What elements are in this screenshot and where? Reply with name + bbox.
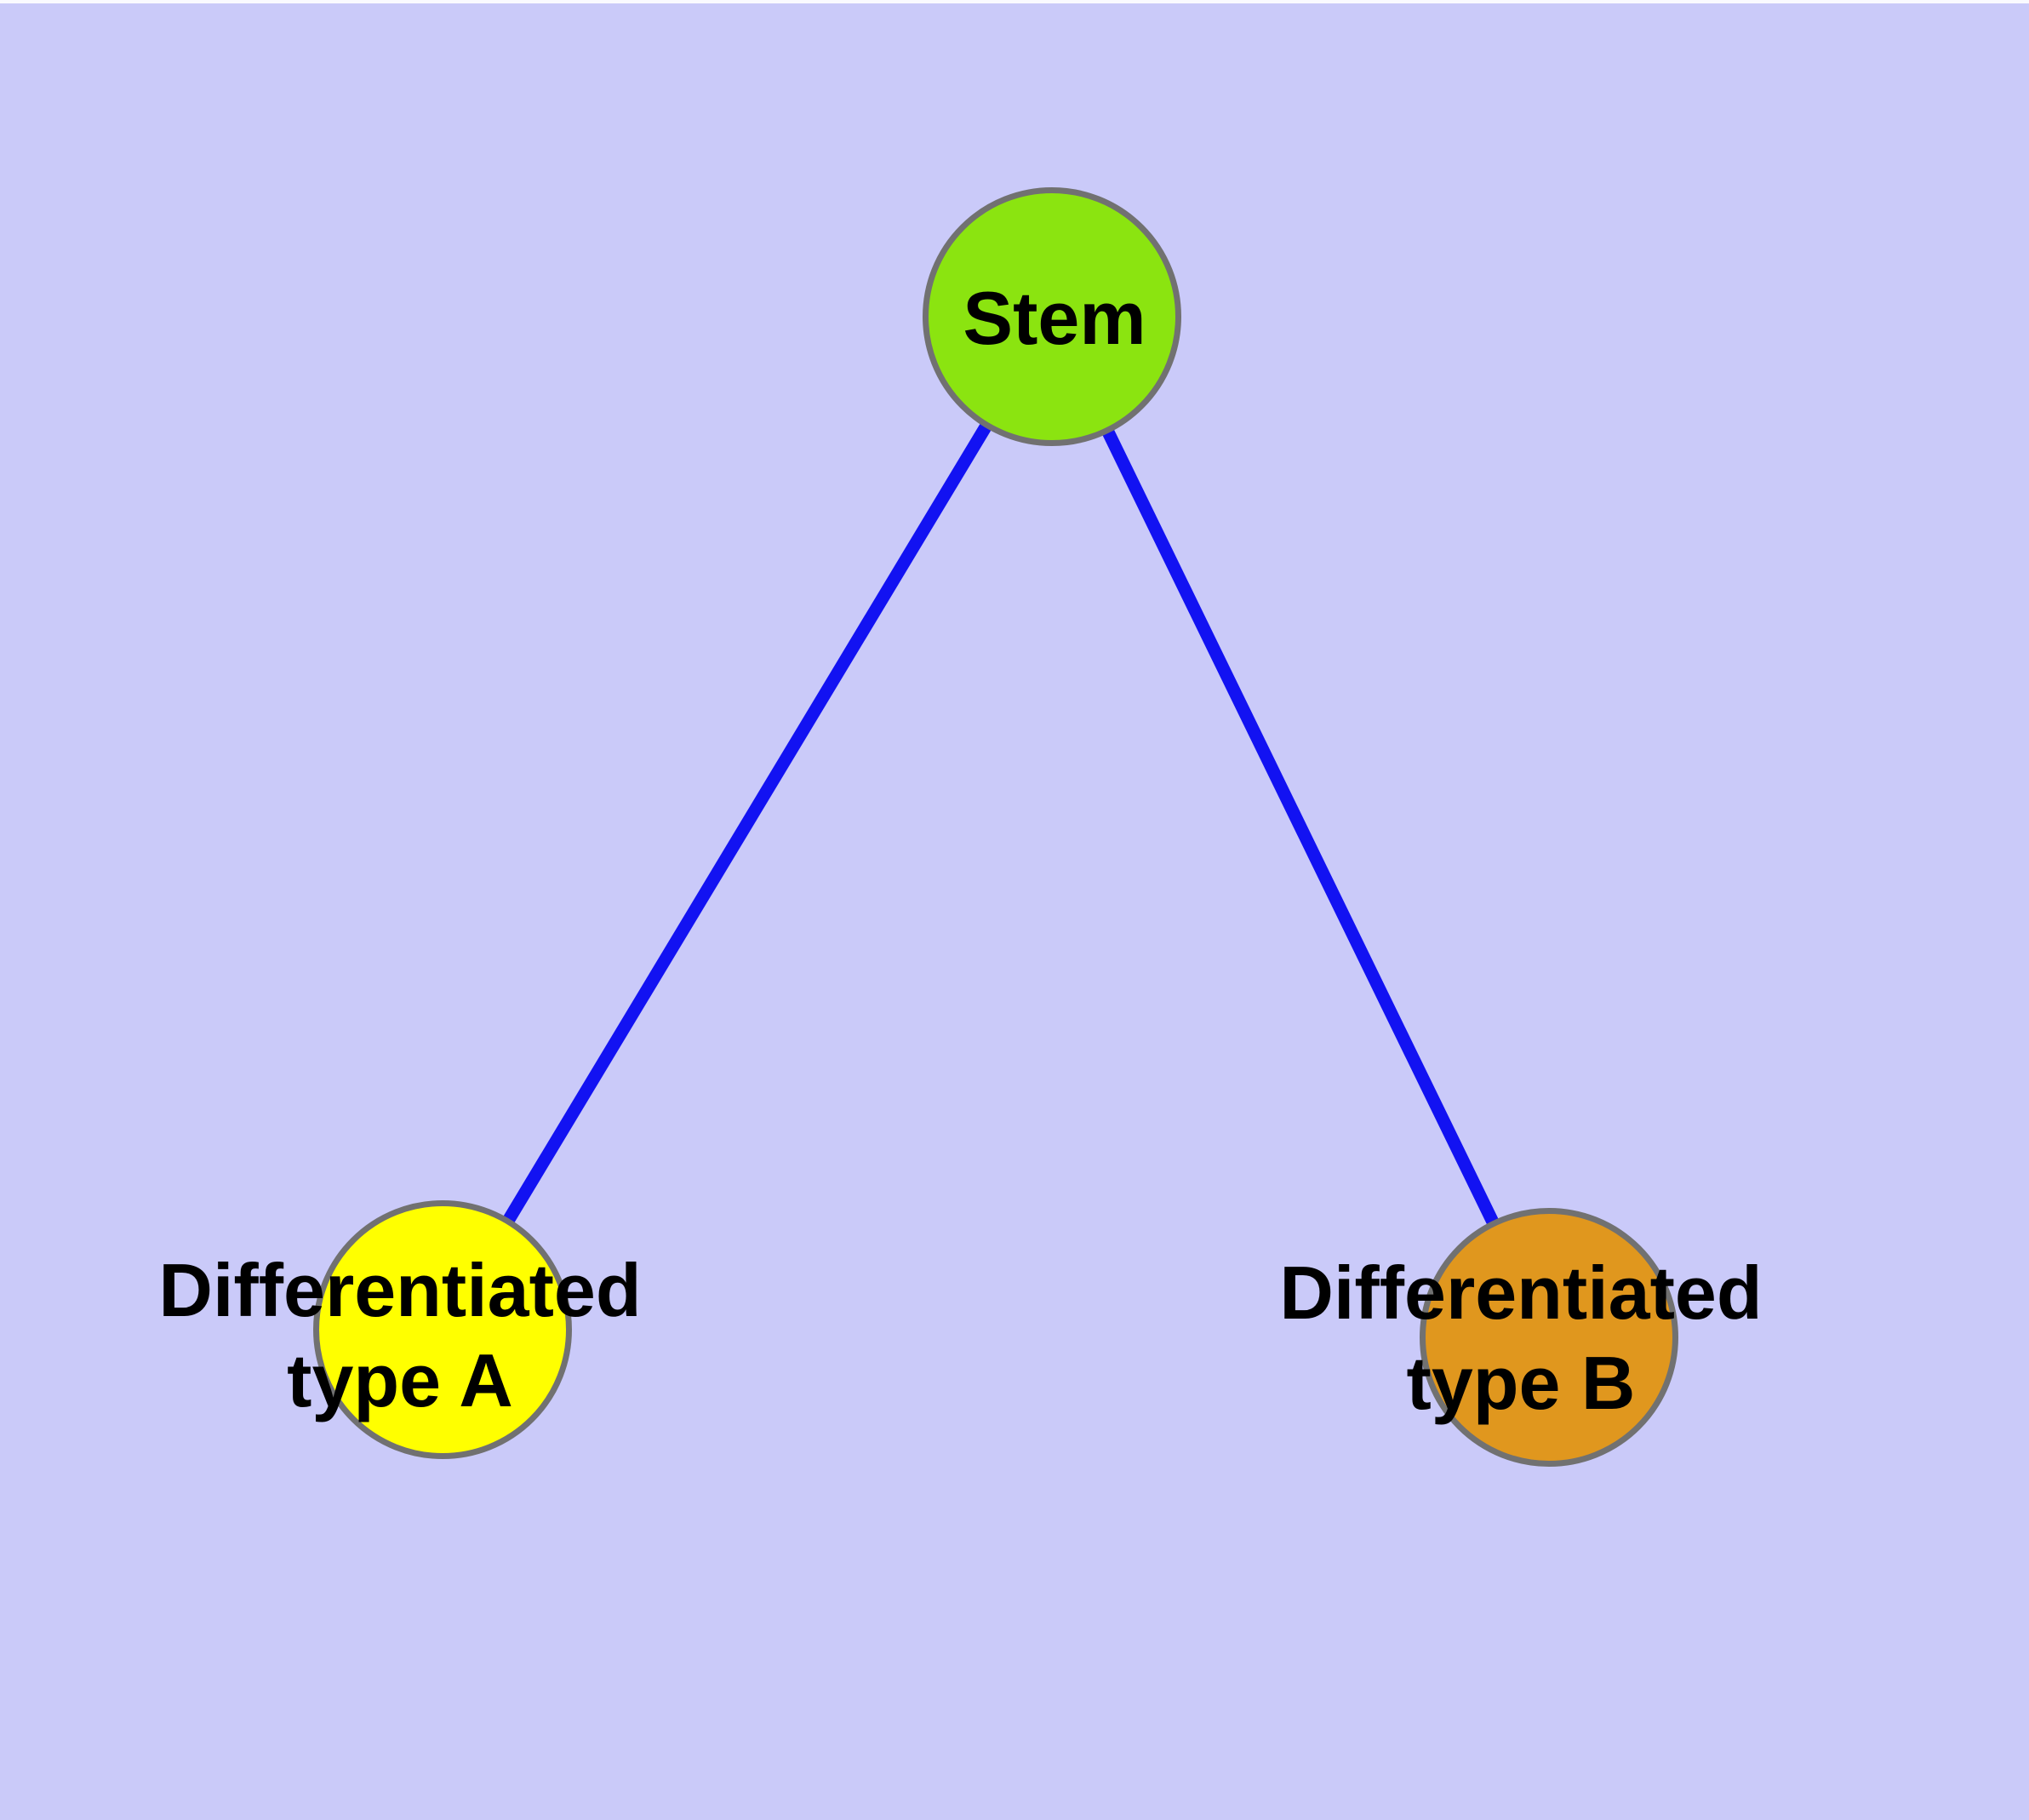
top-edge-highlight <box>0 0 2029 3</box>
edge-stem-to-type-b <box>1046 313 1555 1341</box>
node-differentiated-type-a <box>313 1200 572 1459</box>
node-differentiated-type-b <box>1420 1208 1678 1467</box>
node-label-differentiated-type-b: Differentiated type B <box>1180 1248 1861 1428</box>
type-b-label-line1: Differentiated <box>1279 1251 1763 1335</box>
type-a-label-line1: Differentiated <box>158 1248 642 1332</box>
node-stem <box>923 187 1181 446</box>
stem-label-text: Stem <box>963 276 1146 360</box>
type-a-label-line2: type A <box>287 1338 513 1422</box>
type-b-label-line2: type B <box>1406 1341 1636 1425</box>
node-label-differentiated-type-a: Differentiated type A <box>60 1245 740 1426</box>
edge-stem-to-type-a <box>437 313 1058 1333</box>
node-label-stem: Stem <box>714 273 1395 363</box>
